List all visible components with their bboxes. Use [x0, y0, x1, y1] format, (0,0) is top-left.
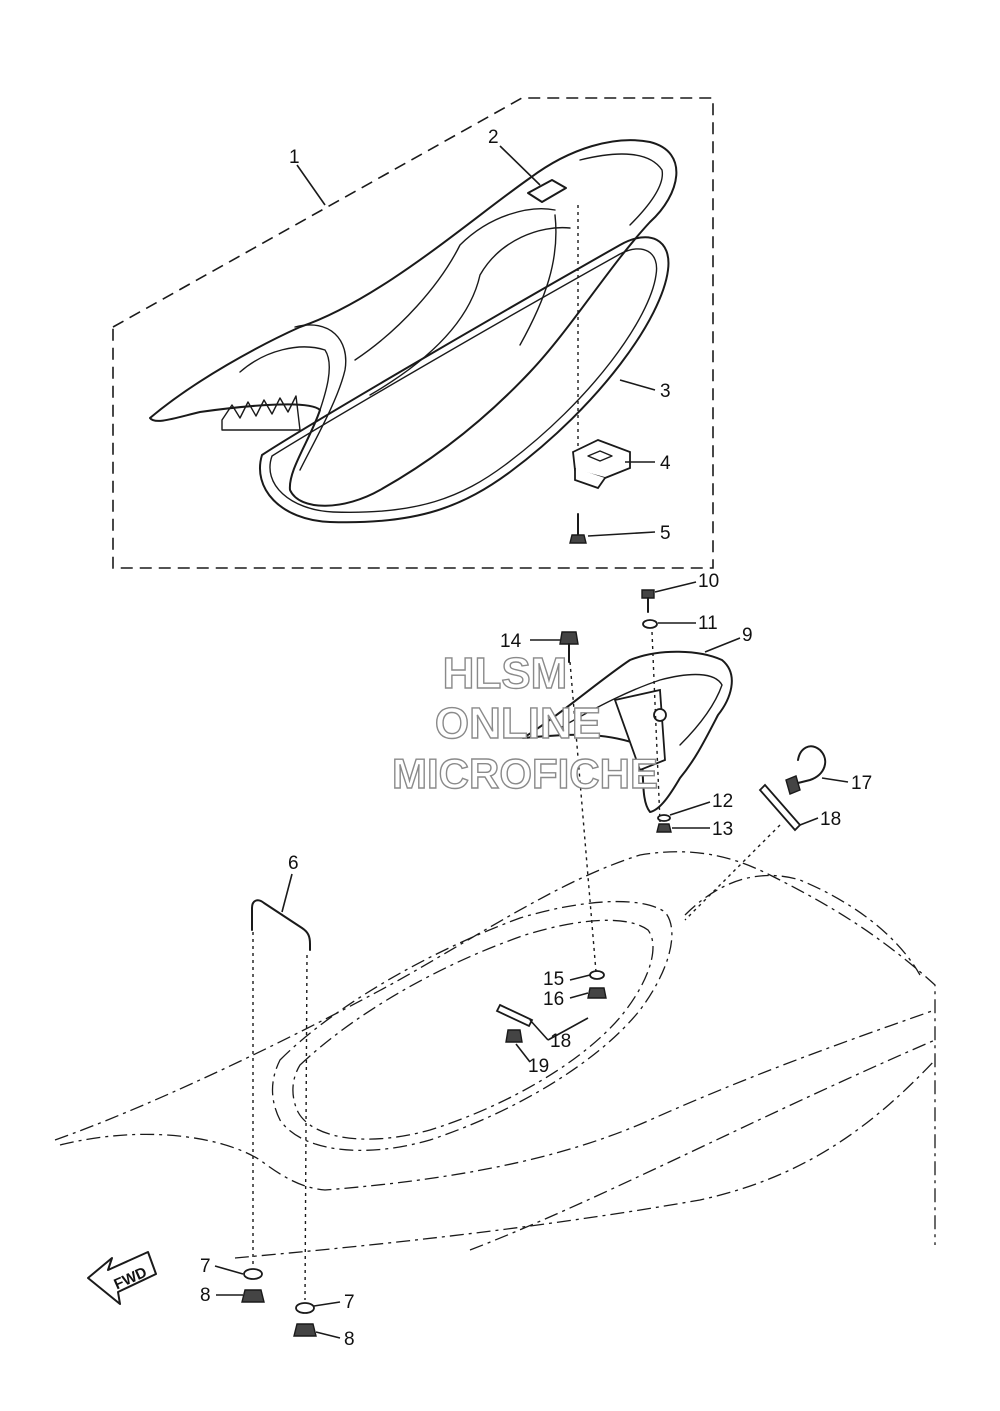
washer-11 — [642, 619, 658, 629]
leader-17 — [821, 777, 849, 783]
hull-outline — [54, 851, 936, 1245]
callout-9: 9 — [742, 625, 753, 646]
seat-base — [259, 236, 670, 524]
hull-outline-lower — [234, 1059, 936, 1259]
washer-7-left — [243, 1268, 263, 1280]
leader-3 — [619, 379, 656, 391]
seat-cover-contour-1 — [354, 208, 556, 361]
callout-13: 13 — [712, 819, 733, 840]
leader-15 — [569, 974, 591, 981]
callout-8-right: 8 — [344, 1329, 355, 1350]
leader-16 — [569, 992, 589, 999]
callout-2: 2 — [488, 127, 499, 148]
label-plate — [527, 179, 567, 203]
leader-19 — [515, 1043, 531, 1063]
callout-3: 3 — [660, 381, 671, 402]
axis-u-bolt — [684, 824, 781, 921]
plate-18-upper — [758, 783, 802, 832]
leader-18-upper — [799, 817, 819, 826]
bolt-10 — [641, 589, 655, 599]
callout-14: 14 — [500, 631, 522, 652]
callout-16: 16 — [543, 989, 564, 1010]
nut-13 — [656, 823, 672, 833]
leader-12 — [669, 801, 711, 816]
callout-17: 17 — [851, 773, 872, 794]
leader-6 — [281, 873, 293, 913]
seat-base-inner — [269, 248, 658, 514]
rear-cowl-boss — [653, 708, 667, 722]
leader-9 — [704, 637, 741, 653]
leader-8-right — [315, 1331, 341, 1339]
watermark-line-1: HLSM — [443, 649, 568, 698]
callout-15: 15 — [543, 969, 564, 990]
forward-arrow — [87, 1251, 157, 1305]
callout-1: 1 — [289, 147, 300, 168]
callout-18-upper: 18 — [820, 809, 841, 830]
watermark-line-3: MICROFICHE — [392, 750, 658, 797]
forward-label: FWD — [111, 1264, 149, 1293]
hull-side-strake — [469, 1039, 936, 1251]
watermark-line-2: ONLINE — [435, 699, 601, 748]
u-bolt-end — [785, 775, 801, 795]
leader-2 — [499, 145, 541, 186]
callout-7-right: 7 — [344, 1292, 355, 1313]
callout-11: 11 — [698, 613, 718, 634]
nut-8-left — [241, 1289, 265, 1303]
seat-cover-contour-3 — [519, 214, 557, 346]
washer-12 — [657, 814, 671, 822]
leader-18-lower — [529, 1017, 589, 1041]
seat-cover-front-opening — [239, 346, 330, 411]
callout-7-left: 7 — [200, 1256, 211, 1277]
axis-handle-2 — [304, 954, 308, 1301]
seat-well — [271, 900, 673, 1152]
callout-12: 12 — [712, 791, 733, 812]
washer-7-right — [295, 1302, 315, 1314]
leader-7-left — [214, 1265, 244, 1275]
seat-cover-contour-4 — [579, 153, 664, 226]
nut-8-right — [293, 1323, 317, 1337]
leader-5 — [587, 531, 656, 537]
callout-4: 4 — [660, 453, 671, 474]
callout-6: 6 — [288, 853, 299, 874]
seat-lock-bracket-foot — [574, 468, 606, 490]
seat-cover-ridge — [294, 324, 347, 471]
washer-15 — [589, 970, 605, 980]
nut-16 — [587, 987, 607, 999]
callout-5: 5 — [660, 523, 671, 544]
u-bolt — [789, 745, 827, 786]
hull-rear-deck — [684, 874, 921, 976]
seat-well-inner — [292, 919, 654, 1140]
bolt-5-head — [569, 534, 587, 544]
leader-10 — [654, 581, 697, 593]
callout-18-lower: 18 — [550, 1031, 571, 1052]
leader-7-right — [313, 1301, 341, 1307]
seat-cover-contour-2 — [369, 226, 571, 396]
callout-8-left: 8 — [200, 1285, 211, 1306]
rear-cowl-bracket — [613, 688, 666, 772]
hull-deck-line — [59, 1009, 936, 1191]
callout-19: 19 — [528, 1056, 549, 1077]
bolt-14-head — [559, 631, 579, 645]
axis-front-bolt — [569, 661, 597, 973]
rear-cowl-inner — [559, 673, 723, 746]
seat-assembly-boundary — [112, 97, 714, 569]
grab-handle — [251, 899, 311, 951]
nut-19 — [505, 1029, 523, 1043]
leader-1 — [296, 164, 326, 206]
seat-lock-bracket-hole — [587, 450, 613, 462]
seat-cover-underside-teeth — [221, 395, 301, 431]
plate-18-lower — [495, 1003, 534, 1028]
callout-10: 10 — [698, 571, 719, 592]
